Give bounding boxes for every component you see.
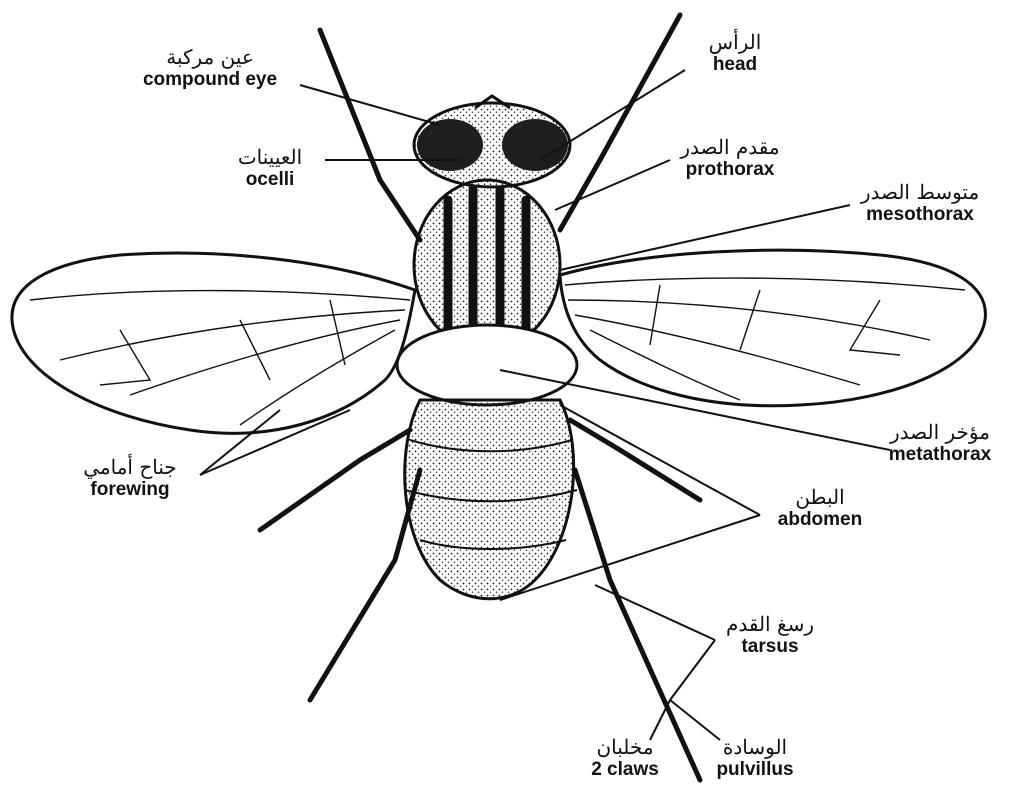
label-forewing-en: forewing [65, 479, 195, 501]
head [414, 96, 570, 187]
label-claws: مخلبان 2 claws [575, 735, 675, 781]
label-prothorax-ar: مقدم الصدر [665, 135, 795, 159]
label-compound-eye-ar: عين مركبة [120, 45, 300, 69]
label-mesothorax-ar: متوسط الصدر [840, 180, 1000, 204]
label-forewing: جناح أمامي forewing [65, 455, 195, 501]
label-head: الرأس head [690, 30, 780, 76]
label-metathorax-ar: مؤخر الصدر [870, 420, 1010, 444]
label-head-ar: الرأس [690, 30, 780, 54]
thorax [397, 180, 577, 405]
label-metathorax-en: metathorax [870, 444, 1010, 466]
label-pulvillus-ar: الوسادة [700, 735, 810, 759]
label-tarsus-en: tarsus [715, 636, 825, 658]
label-ocelli: العيينات ocelli [215, 145, 325, 191]
label-mesothorax-en: mesothorax [840, 204, 1000, 226]
label-tarsus-ar: رسغ القدم [715, 612, 825, 636]
left-forewing [12, 253, 415, 433]
label-claws-en: 2 claws [575, 759, 675, 781]
label-abdomen: البطن abdomen [760, 485, 880, 531]
label-prothorax: مقدم الصدر prothorax [665, 135, 795, 181]
label-claws-ar: مخلبان [575, 735, 675, 759]
label-pulvillus: الوسادة pulvillus [700, 735, 810, 781]
label-ocelli-en: ocelli [215, 169, 325, 191]
label-pulvillus-en: pulvillus [700, 759, 810, 781]
label-compound-eye: عين مركبة compound eye [120, 45, 300, 91]
label-metathorax: مؤخر الصدر metathorax [870, 420, 1010, 466]
label-prothorax-en: prothorax [665, 159, 795, 181]
label-forewing-ar: جناح أمامي [65, 455, 195, 479]
right-forewing [560, 250, 985, 406]
label-head-en: head [690, 54, 780, 76]
label-mesothorax: متوسط الصدر mesothorax [840, 180, 1000, 226]
label-abdomen-ar: البطن [760, 485, 880, 509]
label-ocelli-ar: العيينات [215, 145, 325, 169]
abdomen [405, 400, 577, 599]
label-abdomen-en: abdomen [760, 509, 880, 531]
label-tarsus: رسغ القدم tarsus [715, 612, 825, 658]
label-compound-eye-en: compound eye [120, 69, 300, 91]
